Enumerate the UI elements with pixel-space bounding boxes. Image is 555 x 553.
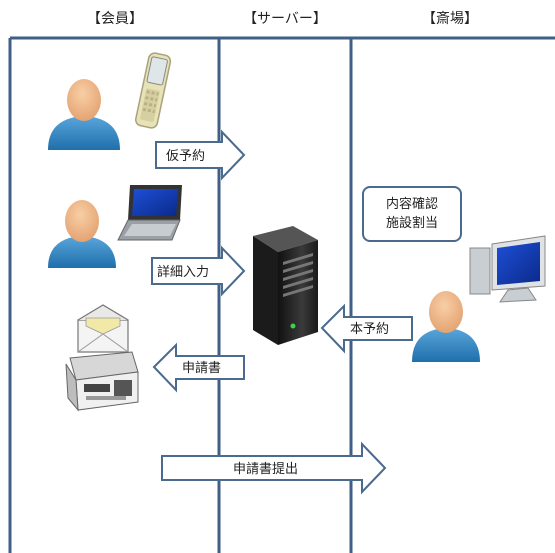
member-phone-user-icon xyxy=(48,79,120,150)
mobile-phone-icon xyxy=(134,52,172,129)
provisional-reservation-arrow: 仮予約 xyxy=(155,129,246,181)
final-reservation-label: 本予約 xyxy=(350,322,389,337)
fax-machine-icon xyxy=(65,351,139,412)
application-submit-label: 申請書提出 xyxy=(233,461,298,477)
column-header-venue: 【斎場】 xyxy=(422,11,478,27)
member-laptop-user-icon xyxy=(48,200,116,268)
note-line-assign-facility: 施設割当 xyxy=(385,216,438,231)
envelope-icon xyxy=(77,304,129,353)
provisional-reservation-label: 仮予約 xyxy=(166,149,205,164)
note-line-confirm-content: 内容確認 xyxy=(385,197,438,212)
application-form-label: 申請書 xyxy=(182,361,221,376)
final-reservation-arrow: 本予約 xyxy=(320,303,413,354)
column-header-member: 【会員】 xyxy=(87,11,143,27)
desktop-computer-icon xyxy=(469,235,546,303)
detail-input-label: 詳細入力 xyxy=(157,264,209,280)
application-submit-arrow: 申請書提出 xyxy=(161,441,387,495)
confirmation-note-box: 内容確認 施設割当 xyxy=(362,186,462,242)
server-tower-icon xyxy=(253,226,318,345)
venue-staff-icon xyxy=(412,291,480,362)
column-header-server: 【サーバー】 xyxy=(243,11,327,27)
application-form-arrow: 申請書 xyxy=(152,342,245,393)
detail-input-arrow: 詳細入力 xyxy=(151,245,246,297)
laptop-icon xyxy=(117,185,182,241)
